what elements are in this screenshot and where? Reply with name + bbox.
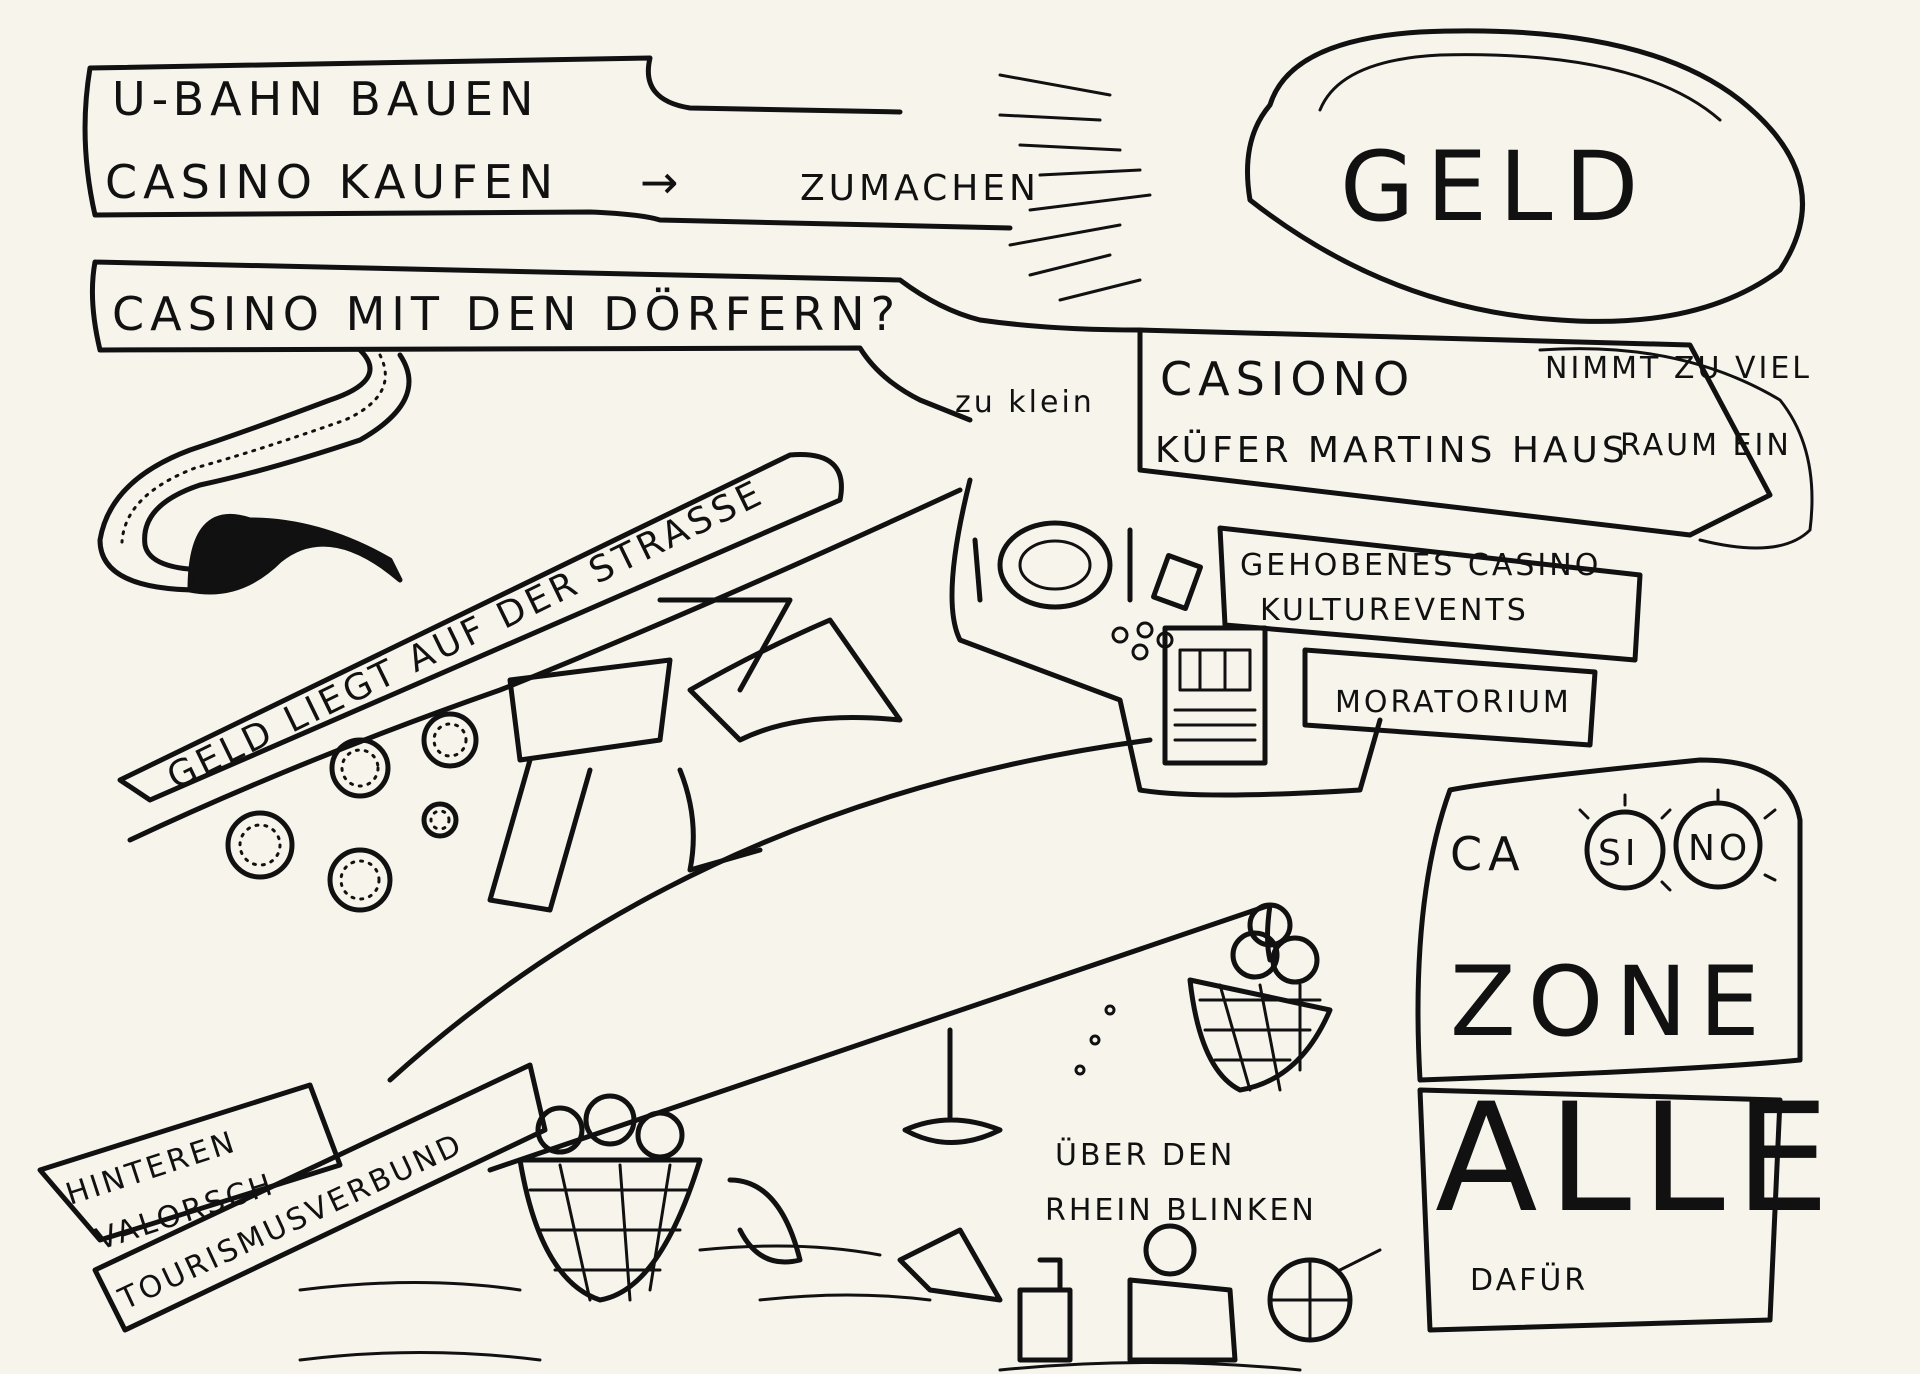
label-geld: GELD	[1340, 131, 1650, 243]
money-pile	[225, 597, 903, 913]
label-casino-kaufen: CASINO KAUFEN	[105, 155, 559, 209]
label-alle: ALLE	[1435, 1072, 1840, 1246]
rhein-blinken: ÜBER DEN RHEIN BLINKEN	[897, 1137, 1382, 1363]
casino-zone-sign: CA SI NO ZONE	[1415, 757, 1803, 1083]
basket-left	[517, 1093, 803, 1303]
banner-doerfern: CASINO MIT DEN DÖRFERN?	[89, 259, 1143, 423]
label-moratorium: MORATORIUM	[1335, 685, 1572, 720]
fishing-rod	[487, 902, 1273, 1173]
label-ubahn: U-BAHN BAUEN	[112, 72, 539, 126]
box-gehobenes: GEHOBENES CASINO KULTUREVENTS	[1217, 525, 1643, 663]
label-rhein-blinken: RHEIN BLINKEN	[1045, 1193, 1317, 1228]
label-raum-ein: RAUM EIN	[1620, 428, 1792, 463]
street-banner: GELD LIEGT AUF DER STRASSE	[117, 452, 844, 803]
dining-table	[949, 477, 1383, 798]
label-zumachen: ZUMACHEN	[800, 168, 1040, 209]
sign-si: SI	[1598, 833, 1639, 874]
banner-top: U-BAHN BAUEN CASINO KAUFEN → ZUMACHEN	[82, 55, 1040, 231]
sign-zone: ZONE	[1450, 946, 1772, 1058]
label-ueber-den: ÜBER DEN	[1055, 1137, 1235, 1173]
slot-machine	[1162, 625, 1268, 766]
waves	[298, 1244, 1302, 1372]
label-kuefer: KÜFER MARTINS HAUS	[1155, 429, 1629, 471]
alle-box: ALLE DAFÜR	[1417, 1072, 1840, 1333]
sign-ca: CA	[1450, 827, 1526, 881]
speed-lines	[998, 73, 1152, 302]
sweep-lines	[127, 487, 1153, 1083]
basket-right	[1074, 902, 1333, 1093]
label-zu-klein: zu klein	[955, 385, 1095, 420]
label-casiono: CASIONO	[1160, 352, 1415, 406]
box-moratorium: MORATORIUM	[1302, 647, 1598, 748]
sign-no: NO	[1688, 828, 1751, 869]
label-nimmt-zu-viel: NIMMT ZU VIEL	[1545, 351, 1812, 386]
box-kuefer: zu klein CASIONO KÜFER MARTINS HAUS NIMM…	[955, 327, 1814, 550]
label-gehobenes-casino: GEHOBENES CASINO	[1240, 548, 1601, 583]
label-dafuer: DAFÜR	[1470, 1262, 1588, 1298]
label-casino-doerfern: CASINO MIT DEN DÖRFERN?	[112, 287, 901, 341]
geld-bubble: GELD	[1245, 28, 1805, 324]
winding-road	[97, 347, 412, 593]
label-kulturevents: KULTUREVENTS	[1260, 593, 1529, 628]
arrow-to-zumachen: →	[640, 155, 685, 209]
